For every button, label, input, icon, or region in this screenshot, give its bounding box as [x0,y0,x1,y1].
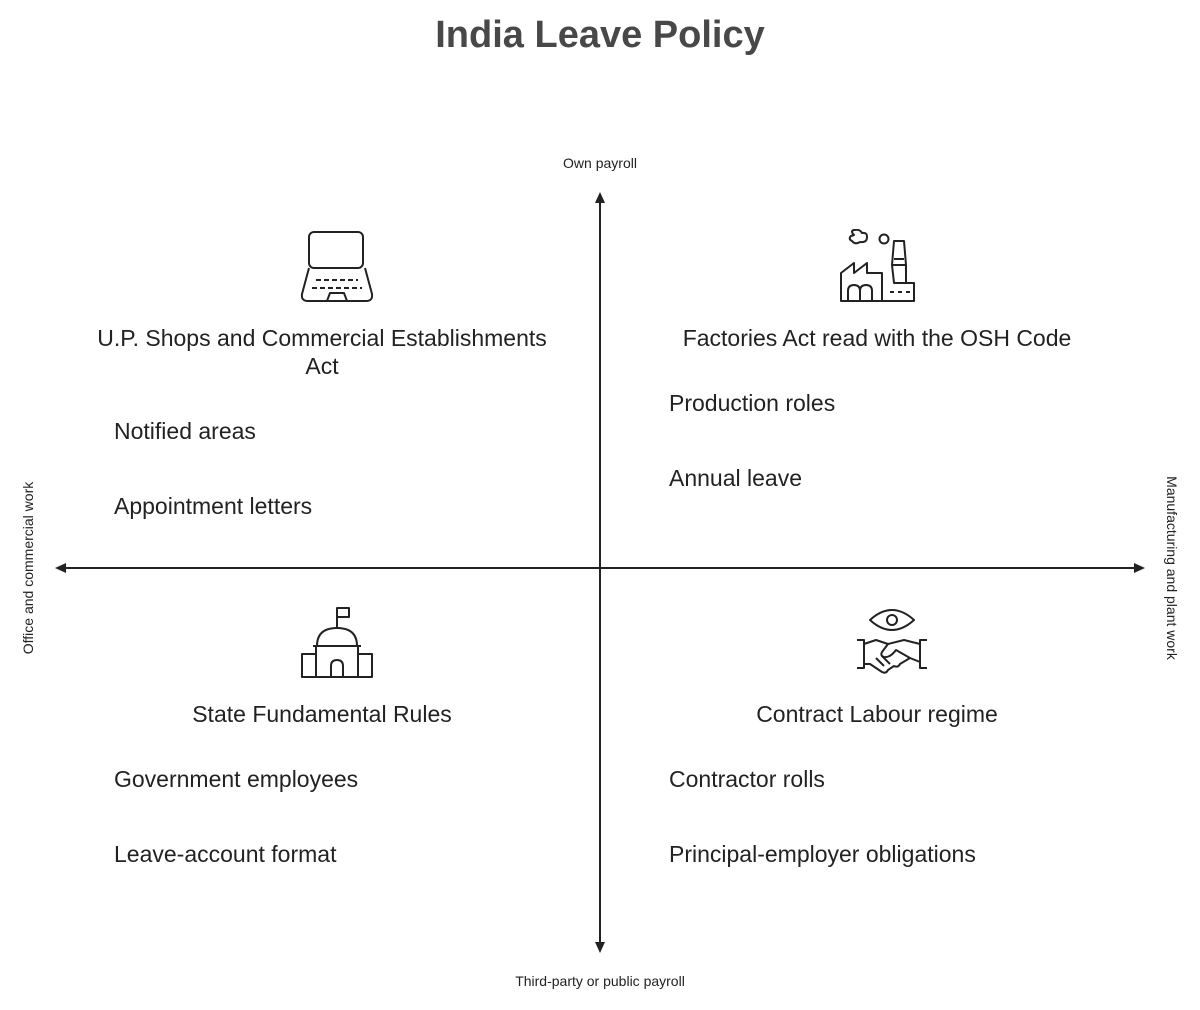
handshake-eye-icon [854,604,930,679]
page-title: India Leave Policy [435,14,765,56]
arrow-right-icon [1134,563,1145,573]
list-item: Appointment letters [114,493,313,519]
quadrant-title: State Fundamental Rules [192,701,452,727]
quadrant-title: U.P. Shops and Commercial Establishments… [97,325,547,379]
list-item: Principal-employer obligations [669,841,976,867]
factory-icon [838,228,916,310]
arrow-down-icon [595,942,605,953]
list-item: Annual leave [669,465,802,491]
list-item: Production roles [669,390,836,416]
list-item: Government employees [114,766,359,792]
arrow-left-icon [55,563,66,573]
quadrant-title: Factories Act read with the OSH Code [682,325,1072,351]
list-item: Leave-account format [114,841,337,867]
arrow-up-icon [595,192,605,203]
axis-label-top: Own payroll [563,155,637,171]
quadrant-title: Contract Labour regime [756,701,998,727]
axis-label-bottom: Third-party or public payroll [515,973,685,989]
list-item: Notified areas [114,418,256,444]
laptop-icon [298,230,376,309]
government-building-icon [300,606,374,685]
list-item: Contractor rolls [669,766,825,792]
